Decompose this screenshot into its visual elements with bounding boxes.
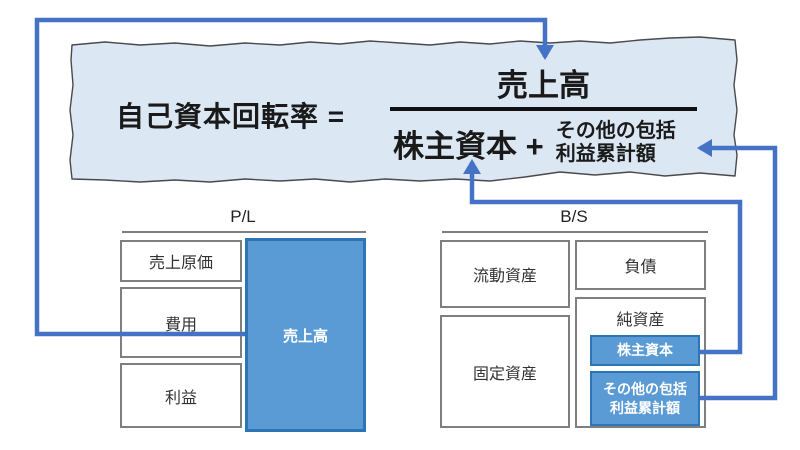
pl-box-expenses: 費用 <box>120 287 242 358</box>
formula-numerator: 売上高 <box>497 68 590 103</box>
bs-box-liabilities: 負債 <box>575 240 706 290</box>
bs-section-title: B/S <box>560 207 588 226</box>
pl-box-sales-highlight: 売上高 <box>245 238 366 432</box>
formula-denominator: 株主資本 + その他の包括 利益累計額 <box>393 120 676 166</box>
bs-oci-line1: その他の包括 <box>603 380 687 397</box>
denominator-main: 株主資本 + <box>393 128 544 164</box>
bs-box-current-assets: 流動資産 <box>440 240 570 308</box>
pl-box-profit: 利益 <box>120 363 242 428</box>
arrow-oci-to-denominator-note <box>697 139 778 401</box>
bs-box-shareholders-equity-highlight: 株主資本 <box>590 335 700 366</box>
formula-title: 自己資本回転率 = <box>116 101 346 132</box>
bs-box-oci-highlight: その他の包括 利益累計額 <box>590 371 700 426</box>
pl-section-title: P/L <box>230 207 256 226</box>
denominator-note: その他の包括 利益累計額 <box>556 120 676 166</box>
pl-box-cost-of-sales: 売上原価 <box>120 240 242 282</box>
bs-oci-line2: 利益累計額 <box>610 399 680 416</box>
bs-box-fixed-assets: 固定資産 <box>440 315 570 428</box>
bs-title-underline <box>442 231 708 233</box>
denominator-note-line1: その他の包括 <box>555 120 676 142</box>
fraction-line <box>390 107 697 111</box>
pl-title-underline <box>122 231 366 233</box>
denominator-note-line2: 利益累計額 <box>555 143 656 165</box>
